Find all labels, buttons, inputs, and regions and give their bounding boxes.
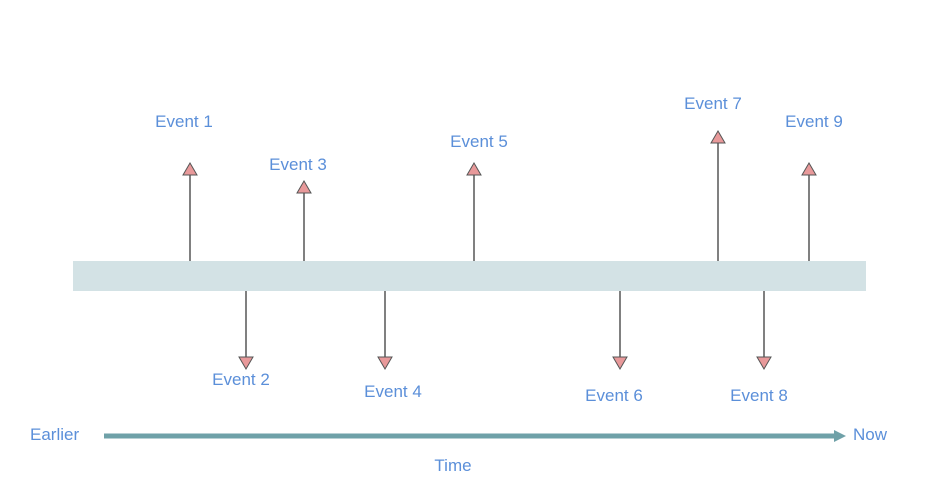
- event-9-label: Event 9: [785, 112, 843, 131]
- event-5: Event 5: [450, 132, 508, 261]
- event-8: Event 8: [730, 291, 788, 405]
- event-1-label: Event 1: [155, 112, 213, 131]
- axis-title: Time: [434, 456, 471, 475]
- event-3: Event 3: [269, 155, 327, 261]
- event-5-arrowhead: [466, 162, 482, 176]
- event-4-label: Event 4: [364, 382, 422, 401]
- axis-start-label: Earlier: [30, 425, 79, 444]
- event-1-arrowhead: [182, 162, 198, 176]
- event-2: Event 2: [212, 291, 270, 389]
- event-4-arrowhead: [377, 356, 393, 370]
- event-4: Event 4: [364, 291, 422, 401]
- event-7-label: Event 7: [684, 94, 742, 113]
- event-5-label: Event 5: [450, 132, 508, 151]
- event-9: Event 9: [785, 112, 843, 261]
- time-axis-arrowhead: [834, 430, 846, 442]
- event-6: Event 6: [585, 291, 643, 405]
- events-layer: Event 1 Event 2 Event 3 Event 4 Event 5 Event…: [155, 94, 843, 405]
- event-8-arrowhead: [756, 356, 772, 370]
- axis-end-label: Now: [853, 425, 888, 444]
- event-8-label: Event 8: [730, 386, 788, 405]
- event-6-arrowhead: [612, 356, 628, 370]
- event-1: Event 1: [155, 112, 213, 261]
- timeline-band: [73, 261, 866, 291]
- event-2-label: Event 2: [212, 370, 270, 389]
- event-6-label: Event 6: [585, 386, 643, 405]
- event-2-arrowhead: [238, 356, 254, 370]
- event-9-arrowhead: [801, 162, 817, 176]
- time-axis: Earlier Now Time: [30, 425, 888, 475]
- event-7: Event 7: [684, 94, 742, 261]
- event-3-arrowhead: [296, 180, 312, 194]
- event-7-arrowhead: [710, 130, 726, 144]
- event-3-label: Event 3: [269, 155, 327, 174]
